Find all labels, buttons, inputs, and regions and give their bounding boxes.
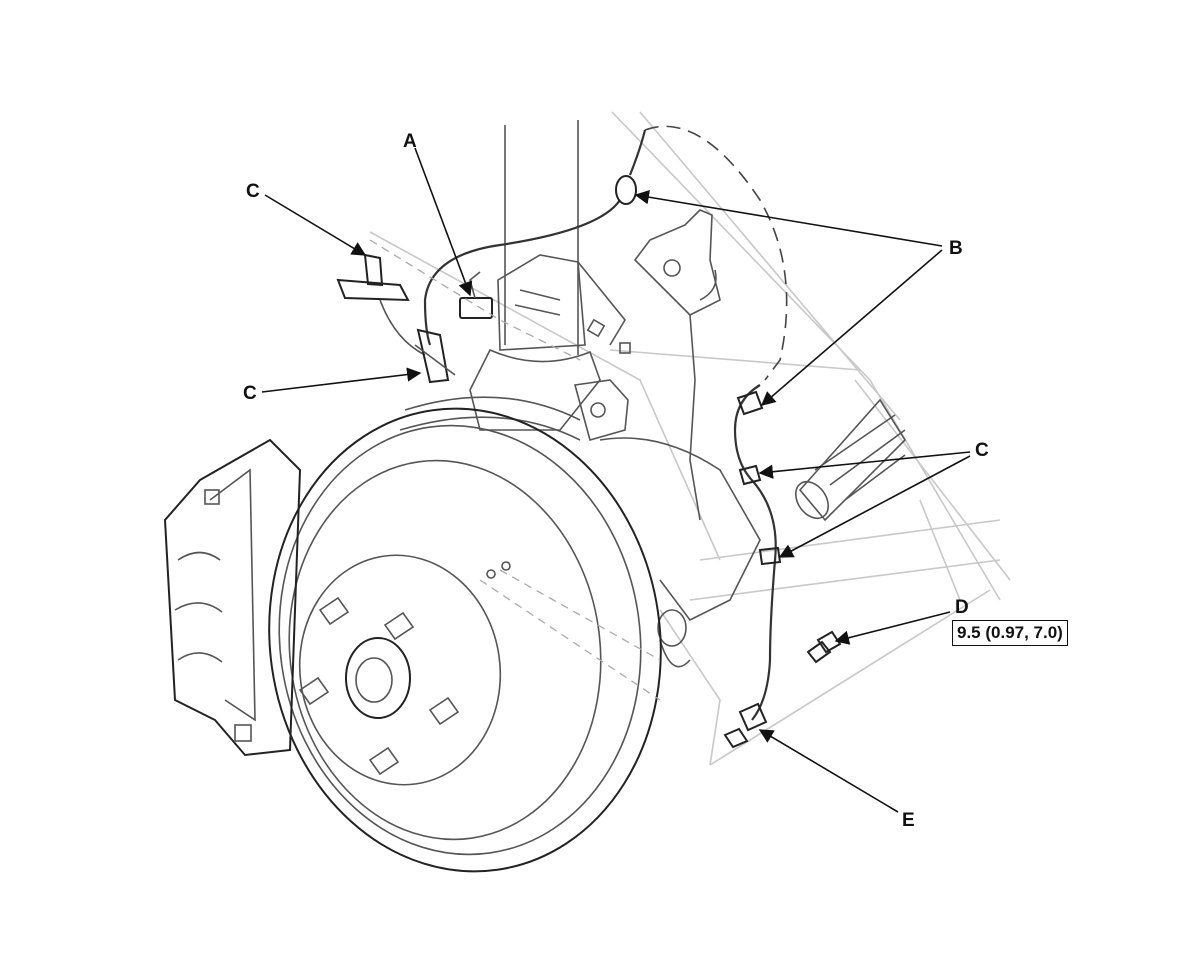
clip-c-right-lower: [758, 546, 782, 566]
sensor-bracket: [633, 209, 721, 521]
steering-knuckle: [399, 379, 761, 668]
clip-c-mid-left: [414, 328, 456, 384]
callout-e: E: [902, 810, 915, 831]
torque-spec-box: 9.5 (0.97, 7.0): [952, 620, 1068, 646]
connector-a: [459, 297, 493, 319]
tie-rod-boot: [794, 398, 907, 522]
sensor-harness-right: [723, 384, 782, 749]
grommet-b-lower: [736, 390, 764, 416]
callout-b: B: [949, 238, 963, 259]
callout-c-right: C: [975, 440, 989, 461]
brake-disc: [268, 407, 662, 873]
grommet-b-upper: [615, 175, 637, 205]
background-frame: [369, 111, 1011, 766]
callout-d: D: [955, 597, 969, 618]
callout-c-mid: C: [243, 383, 257, 404]
brake-caliper: [163, 438, 302, 757]
sensor-head: [738, 702, 768, 732]
harness-upper: [423, 125, 788, 381]
callout-a: A: [403, 131, 417, 152]
callout-c-top: C: [246, 181, 260, 202]
clip-c-right-upper: [738, 464, 762, 486]
strut-assembly: [469, 120, 631, 431]
bolt-d: [806, 630, 842, 664]
wheel-studs: [298, 596, 460, 776]
callout-leaders: [261, 147, 971, 813]
clip-c-top-left: [336, 239, 581, 361]
